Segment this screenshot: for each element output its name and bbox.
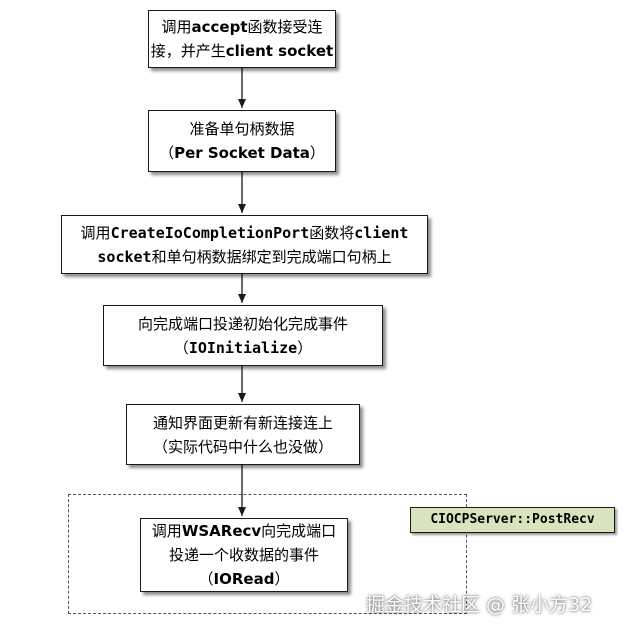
box-text-run: client: [354, 223, 409, 242]
box-text-run: 调用: [80, 223, 111, 242]
box-text-run: WSARecv: [181, 522, 262, 540]
box-text-run: （: [198, 570, 214, 588]
box-text-run: 函数将: [309, 223, 355, 242]
step-per-socket-data: 准备单句柄数据 （Per Socket Data）: [148, 110, 336, 172]
box-line: socket和单句柄数据绑定到完成端口句柄上: [97, 245, 391, 269]
box-text-run: ）: [297, 338, 313, 357]
watermark: 掘金技术社区 @ 张小方32: [366, 594, 593, 616]
box-line: （实际代码中什么也没做）: [153, 435, 333, 459]
box-text-run: 调用: [151, 522, 182, 540]
step-accept: 调用accept函数接受连接，并产生client socket: [148, 10, 336, 68]
box-line: 调用WSARecv向完成端口: [152, 519, 336, 543]
box-line: （Per Socket Data）: [159, 141, 325, 165]
box-text-run: 投递一个收数据的事件: [168, 546, 319, 564]
box-text-run: （: [159, 144, 175, 162]
box-text-run: （实际代码中什么也没做）: [152, 437, 333, 456]
box-text-run: client socket: [225, 42, 334, 60]
box-text-run: IORead: [213, 570, 275, 588]
box-line: 调用CreateIoCompletionPort函数将client: [81, 221, 409, 245]
box-text-run: Per Socket Data: [174, 144, 310, 162]
box-text-run: ）: [274, 570, 290, 588]
box-line: （IORead）: [199, 567, 290, 591]
step-wsarecv: 调用WSARecv向完成端口投递一个收数据的事件 （IORead）: [140, 518, 348, 592]
box-text-run: 函数接受连: [247, 18, 323, 36]
box-text-run: IOInitialize: [188, 338, 298, 357]
box-text-run: 准备单句柄数据: [189, 120, 295, 138]
box-text-run: accept: [191, 18, 248, 36]
box-line: 投递一个收数据的事件: [169, 543, 319, 567]
box-line: 向完成端口投递初始化完成事件: [138, 312, 348, 336]
box-text-run: 向完成端口投递初始化完成事件: [137, 314, 348, 333]
box-line: 接，并产生client socket: [151, 39, 333, 63]
post-recv-tag: CIOCPServer::PostRecv: [410, 507, 615, 533]
box-line: 调用accept函数接受连: [161, 15, 322, 39]
box-text-run: 接，并产生: [150, 42, 226, 60]
box-text-run: 向完成端口: [261, 522, 337, 540]
box-text-run: ）: [309, 144, 325, 162]
box-text-run: 调用: [161, 18, 192, 36]
step-io-initialize: 向完成端口投递初始化完成事件 （IOInitialize）: [103, 305, 383, 366]
box-line: （IOInitialize）: [174, 336, 312, 360]
post-recv-region: [68, 494, 467, 614]
box-text-run: socket: [97, 247, 152, 266]
step-notify-ui: 通知界面更新有新连接连上 （实际代码中什么也没做）: [126, 404, 360, 465]
box-text-run: 和单句柄数据绑定到完成端口句柄上: [151, 247, 392, 266]
box-text-run: CreateIoCompletionPort: [110, 223, 310, 242]
box-text-run: （: [173, 338, 189, 357]
box-line: 通知界面更新有新连接连上: [153, 411, 333, 435]
box-text-run: 通知界面更新有新连接连上: [152, 413, 333, 432]
box-line: 准备单句柄数据: [189, 117, 294, 141]
